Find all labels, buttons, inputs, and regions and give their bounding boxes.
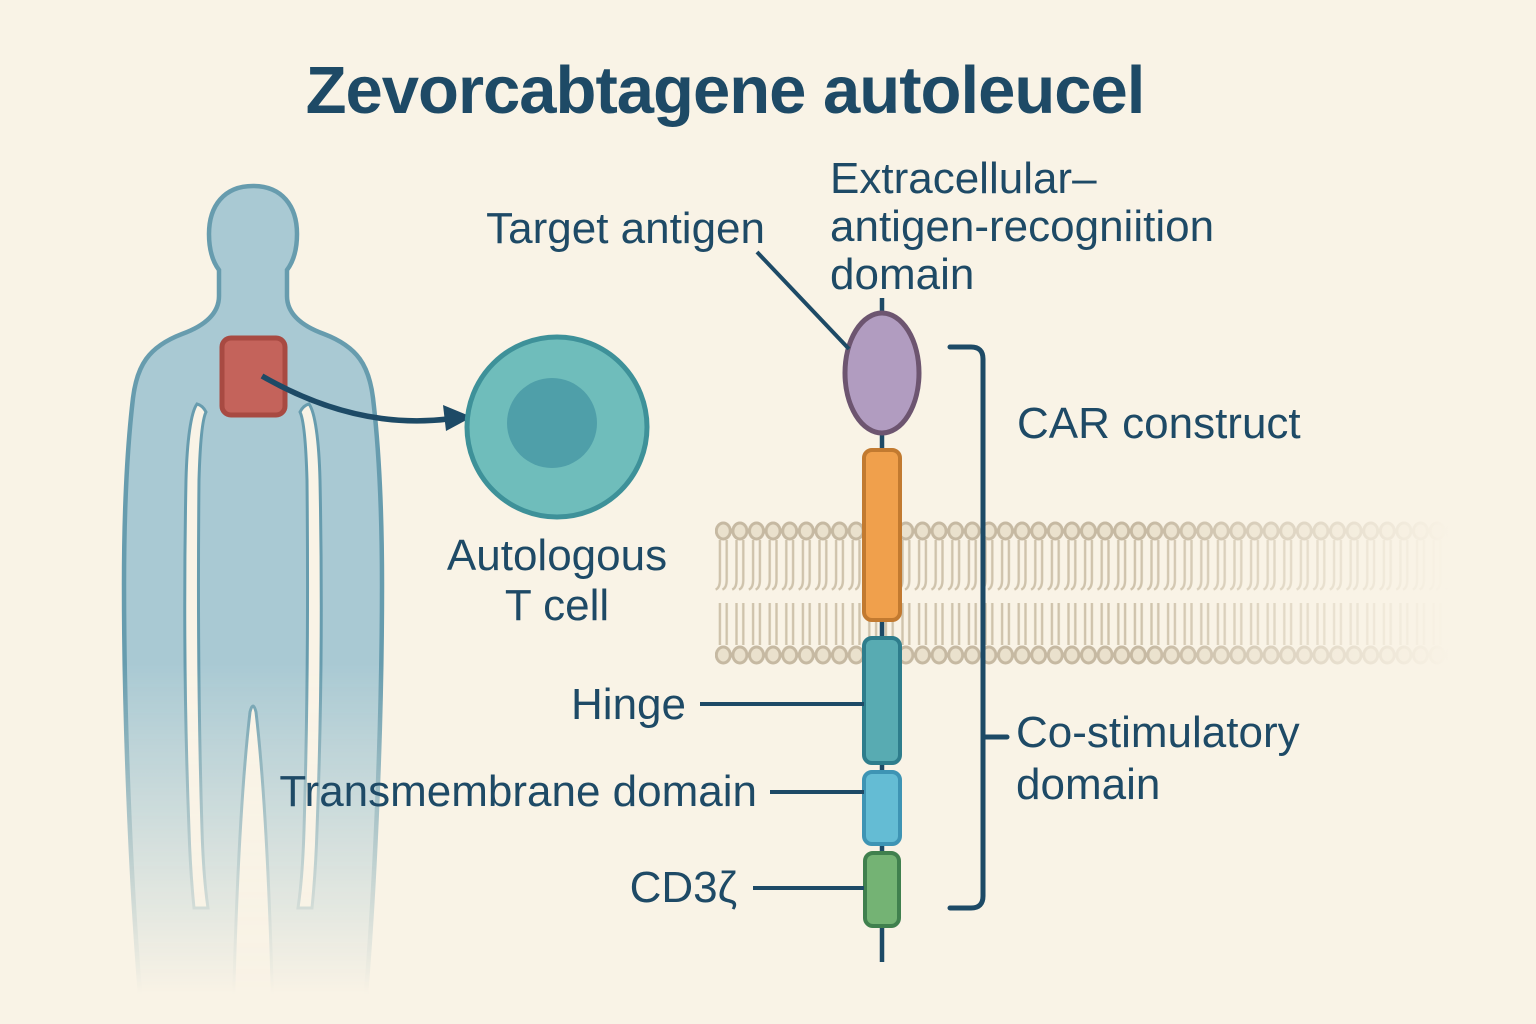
extracellular-label-line1: Extracellular– xyxy=(830,154,1097,203)
page-title: Zevorcabtagene autoleucel xyxy=(306,53,1145,128)
cd3zeta-label: CD3ζ xyxy=(630,863,737,912)
tumor-site-marker xyxy=(219,335,288,418)
costimulatory-label-line1: Co-stimulatory xyxy=(1016,708,1300,757)
antigen-recognition-domain-shape xyxy=(842,310,922,436)
t-cell-label-line1: Autologous xyxy=(447,531,667,580)
transmembrane-domain-shape xyxy=(862,770,902,846)
cell-membrane xyxy=(715,510,1460,675)
costimulatory-label-line2: domain xyxy=(1016,760,1160,809)
right-armpit-contour xyxy=(296,402,323,910)
t-cell-nucleus xyxy=(507,378,597,468)
extracellular-label-line3: domain xyxy=(830,250,974,299)
left-armpit-contour xyxy=(183,402,210,910)
membrane-fade-overlay xyxy=(1140,510,1460,675)
car-construct-bracket xyxy=(947,344,1010,911)
hinge-label: Hinge xyxy=(571,680,686,729)
extracellular-label-line2: antigen-recogniition xyxy=(830,202,1214,251)
transmembrane-label: Transmembrane domain xyxy=(279,767,757,816)
leg-gap-contour xyxy=(231,704,275,1020)
patient-body-figure xyxy=(121,183,385,1021)
arrowhead-icon xyxy=(443,405,472,431)
t-cell-label-line2: T cell xyxy=(505,581,609,630)
body-to-cell-arrow xyxy=(260,373,449,424)
car-construct-label: CAR construct xyxy=(1017,399,1301,448)
extracellular-spacer-domain-shape xyxy=(862,448,902,622)
hinge-domain-shape xyxy=(862,636,902,765)
cd3zeta-domain-shape xyxy=(863,851,901,928)
target-antigen-pointer-line xyxy=(755,250,851,351)
target-antigen-label: Target antigen xyxy=(486,204,765,253)
